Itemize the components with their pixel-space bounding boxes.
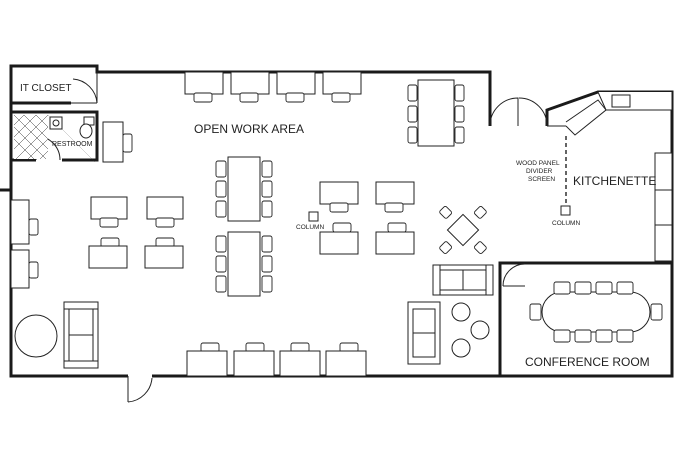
divider-label-1: WOOD PANEL (516, 160, 560, 167)
kitchen-counter-right (654, 152, 673, 262)
divider-label-2: DIVIDER (526, 168, 553, 175)
left-desk-group (88, 196, 184, 269)
square-table (439, 206, 487, 254)
center-table-1 (215, 156, 273, 222)
double-door (489, 97, 548, 127)
round-table (14, 314, 58, 358)
lounge-left (14, 301, 99, 369)
top-right-table (407, 79, 465, 147)
restroom-label: RESTROOM (52, 141, 93, 148)
column-label-right: COLUMN (552, 220, 580, 227)
column-label-left: COLUMN (296, 224, 324, 231)
left-wall-desks (10, 199, 39, 289)
kitchenette-label: KITCHENETTE (573, 174, 656, 188)
restroom (11, 110, 99, 163)
it-closet-label: IT CLOSET (20, 83, 72, 94)
middle-desk-group (319, 181, 415, 255)
divider-label-3: SCREEN (528, 176, 555, 183)
conference-table (529, 281, 663, 343)
desk-left-top (102, 121, 133, 163)
kitchenette-counters (565, 91, 673, 262)
lounge-right (407, 264, 494, 365)
bottom-desks (186, 342, 367, 377)
column-left (308, 211, 319, 222)
center-table-2 (215, 231, 273, 297)
top-desks (184, 71, 362, 103)
open-work-area-label: OPEN WORK AREA (194, 122, 304, 136)
it-closet (11, 72, 98, 105)
conference-room-label: CONFERENCE ROOM (525, 355, 650, 369)
column-right (560, 205, 571, 216)
